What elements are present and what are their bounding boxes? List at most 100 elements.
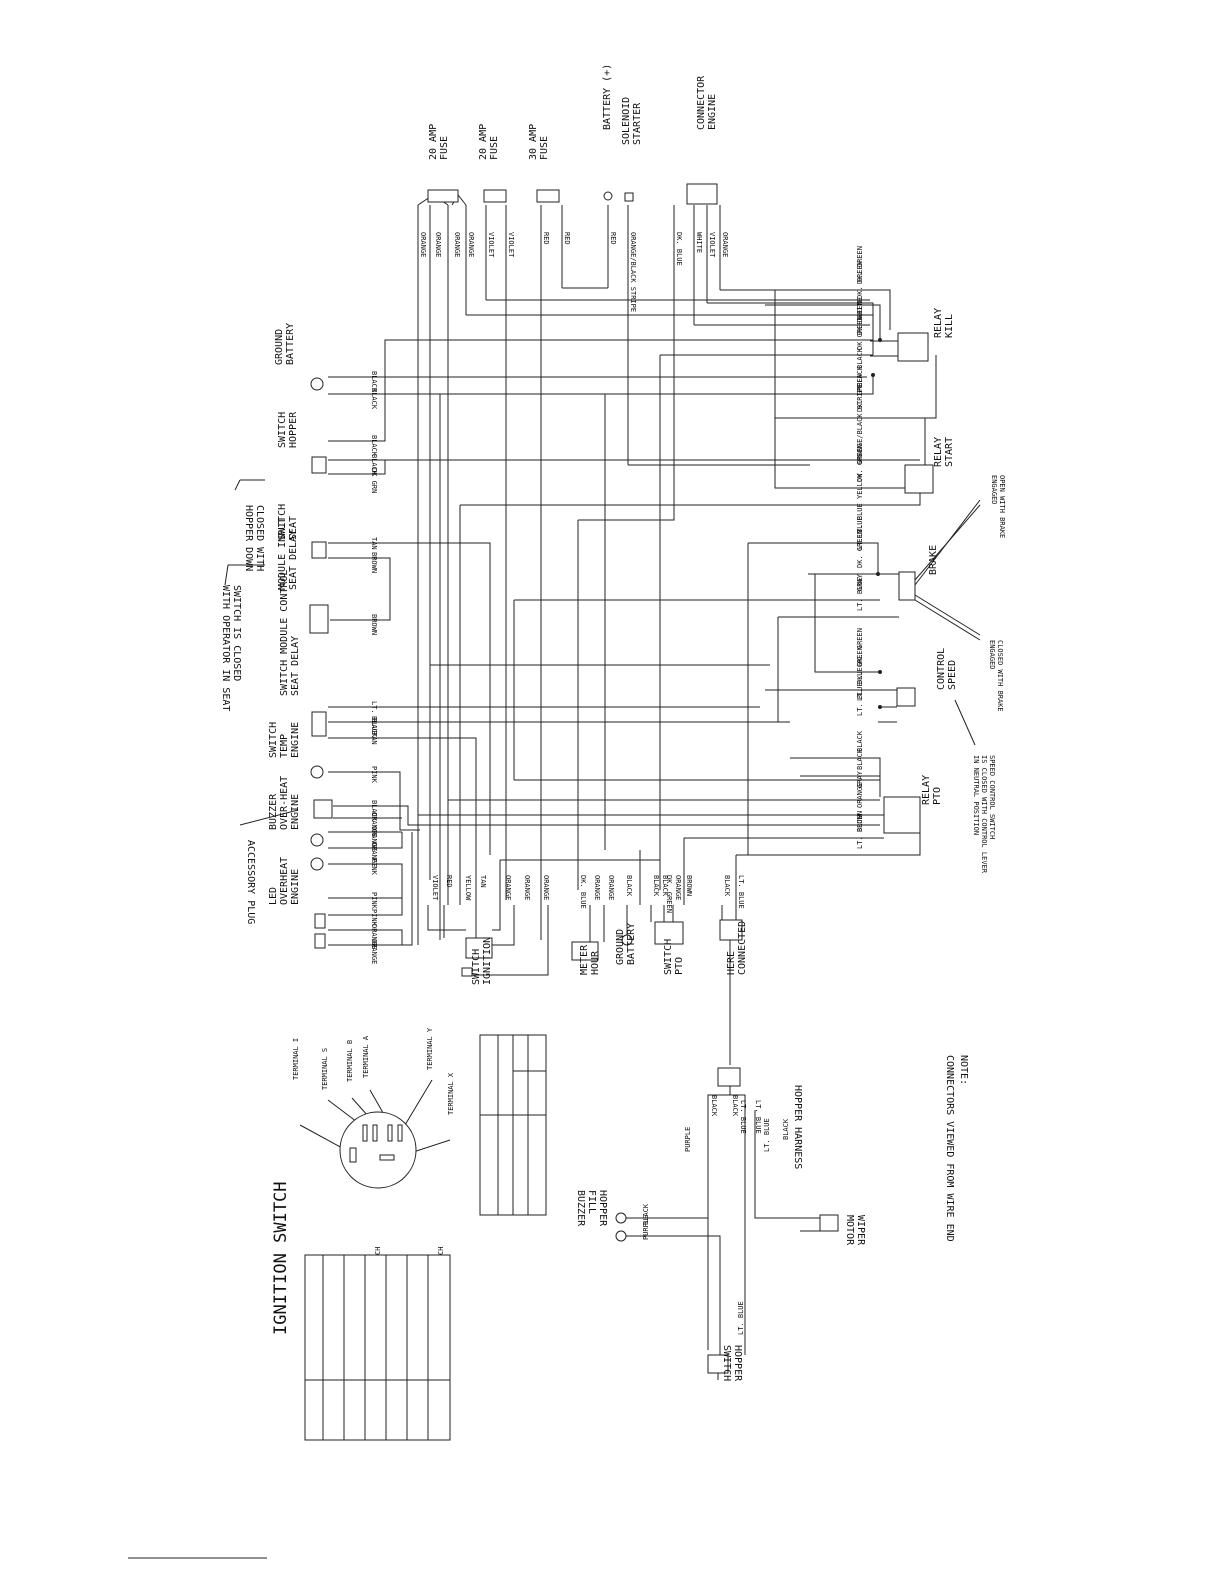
top-wire-label: DK. BLUE bbox=[675, 232, 683, 266]
right-wire-label: DK GREEN bbox=[856, 301, 864, 335]
harness-wire-label: LT. BLUE bbox=[763, 1118, 771, 1152]
terminal-blade-3 bbox=[387, 1124, 393, 1142]
harness-connector bbox=[717, 1067, 741, 1087]
hopper-switch-label: SWITCH bbox=[721, 1345, 732, 1381]
junction-dot bbox=[878, 705, 882, 709]
left-wire-label: BROWN bbox=[370, 614, 378, 635]
bottom-wire-label: ORANGE bbox=[593, 875, 601, 900]
right-wire-label: LT. BLUE bbox=[856, 667, 864, 701]
top-wire-label: ORANGE/BLACK STRIPE bbox=[629, 232, 637, 312]
left-wire-label: BLACK bbox=[370, 435, 378, 457]
hopper-switch-label: HOPPER bbox=[732, 1345, 743, 1382]
top-wire-label: RED bbox=[563, 232, 571, 245]
component-label-engine_buzzer: BUZZER bbox=[268, 793, 279, 830]
component-label-speed_control: SPEED bbox=[947, 660, 958, 690]
right-wire-label: GRAY bbox=[856, 573, 864, 591]
right-wire-label: DK. GREEN bbox=[856, 530, 864, 568]
black-right bbox=[440, 393, 606, 850]
right-wire-label: DK. GREEN bbox=[856, 646, 864, 684]
ignition-switch-symbol bbox=[465, 937, 493, 959]
bottom-wire-label: BLACK bbox=[625, 875, 633, 897]
right-wire-label: LT. BLUE bbox=[856, 815, 864, 849]
terminal-label-1: TERMINAL S bbox=[321, 1048, 329, 1090]
bottom-wire-label: TAN bbox=[479, 875, 487, 888]
speed-note-leader bbox=[954, 699, 976, 746]
component-label-fuse3: 30 AMP bbox=[528, 124, 539, 160]
component-label-hopper_switch: HOPPER bbox=[288, 411, 299, 448]
left-wire-label: PINK bbox=[370, 892, 378, 910]
pto-switch-symbol bbox=[654, 921, 684, 945]
engine-connector-symbol bbox=[686, 183, 718, 205]
ring-terminal bbox=[603, 191, 613, 201]
component-label-engine: CONNECTOR bbox=[696, 75, 707, 130]
junction-dot bbox=[876, 572, 880, 576]
right-wire-label: ORANGE bbox=[856, 783, 864, 808]
component-label-battery_ground2: BATTERY bbox=[626, 923, 637, 965]
accessory-plug-symbol bbox=[313, 799, 333, 819]
left-wire-label: BROWN bbox=[370, 552, 378, 573]
left-wire-label: PINK bbox=[370, 858, 378, 876]
brake-open-leader-2 bbox=[914, 499, 981, 586]
ignition-table bbox=[304, 1254, 451, 1441]
component-label-brake: BRAKE bbox=[928, 545, 939, 575]
hopper-note-leader bbox=[234, 479, 241, 491]
bottom-wire-label: DK. BLUE bbox=[579, 875, 587, 909]
hopper-black-wire bbox=[328, 339, 873, 442]
ign-violet bbox=[427, 905, 466, 931]
terminal-blade-6 bbox=[379, 1154, 395, 1161]
right-wire-label: BLACK bbox=[856, 730, 864, 752]
harness-ltblue bbox=[730, 1094, 746, 1355]
seat-delay-input-symbol bbox=[309, 604, 329, 634]
component-label-hopper_switch: SWITCH bbox=[277, 412, 288, 448]
speed-control-symbol bbox=[896, 687, 916, 707]
bottom-wire-label: ORANGE bbox=[542, 875, 550, 900]
hopper-switch-harness-symbol bbox=[707, 1354, 729, 1374]
left-wire-label: TAN bbox=[370, 537, 378, 550]
left-wire-label: ORANGE bbox=[370, 939, 378, 964]
harness-wire-label: PURPLE bbox=[684, 1127, 692, 1152]
bottom-wire-label: BLACK bbox=[723, 875, 731, 897]
bottom-wire-label: BLACK bbox=[661, 875, 669, 897]
component-label-engine_temp: SWITCH bbox=[268, 722, 279, 758]
terminal-label-2: TERMINAL B bbox=[346, 1040, 354, 1082]
harness-wire-label: BLACK bbox=[731, 1095, 739, 1117]
top-wire-label: ORANGE bbox=[721, 232, 729, 257]
r-black-kill bbox=[728, 375, 874, 395]
hopper-fill-buzzer-label: BUZZER bbox=[575, 1190, 586, 1227]
led-orange-riser bbox=[402, 832, 413, 946]
component-label-battery: BATTERY (+) bbox=[602, 64, 613, 130]
wiper-motor-symbol bbox=[819, 1214, 839, 1232]
right-wire-label: LT. BLUE bbox=[856, 503, 864, 537]
component-label-seat_switch: SEAT bbox=[288, 516, 299, 540]
harness-wire-label: LT. BLUE bbox=[737, 1301, 745, 1335]
right-wire-label: DK. GREEN bbox=[856, 444, 864, 482]
top-wire-label: ORANGE bbox=[467, 232, 475, 257]
ign-orange-2 bbox=[492, 905, 515, 946]
harness-black bbox=[707, 1086, 731, 1350]
left-wire-label: BLACK bbox=[370, 371, 378, 393]
ign-orange bbox=[492, 860, 501, 931]
right-wire-label: BLACK bbox=[856, 347, 864, 369]
pto-relay-symbol bbox=[883, 796, 921, 834]
fuse-2-symbol bbox=[483, 189, 507, 203]
note-hopper-closed: HOPPER DOWN bbox=[243, 505, 254, 571]
bottom-wire-label: LT. BLUE bbox=[737, 875, 745, 909]
connector-here-symbol bbox=[719, 919, 743, 941]
component-label-fuse3: FUSE bbox=[539, 136, 550, 160]
top-wire-label: ORANGE bbox=[434, 232, 442, 257]
seat-delay-control-symbol bbox=[311, 711, 327, 737]
right-wire-label: GRAY bbox=[856, 770, 864, 788]
component-label-kill_relay: KILL bbox=[944, 314, 955, 338]
component-label-pto_relay: RELAY bbox=[921, 775, 932, 805]
ign-to-pto bbox=[500, 859, 661, 890]
yellow-to-start bbox=[460, 480, 921, 506]
brake-closed-leader bbox=[914, 594, 981, 636]
terminal-label-5: TERMINAL X bbox=[447, 1072, 455, 1115]
component-label-battery_ground: GROUND bbox=[274, 329, 285, 365]
hopper-fill-buzzer-label: FILL bbox=[586, 1190, 597, 1214]
component-label-engine_led: LED bbox=[268, 887, 279, 905]
r-dkgreen-kill-start bbox=[775, 355, 937, 419]
terminal-y-leader bbox=[401, 1079, 433, 1131]
component-label-hour_meter: HOUR bbox=[590, 950, 601, 975]
